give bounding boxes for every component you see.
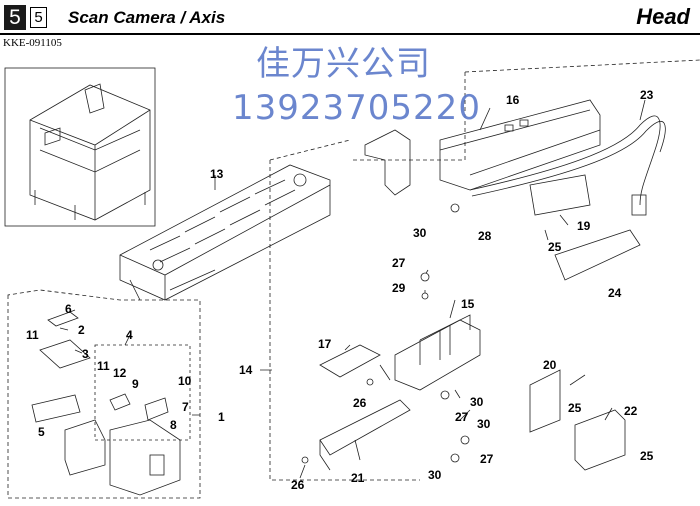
callout-30-lower: 30 bbox=[477, 417, 491, 431]
callout-19: 19 bbox=[577, 219, 591, 233]
callout-4: 4 bbox=[126, 328, 133, 342]
callout-25-lower: 25 bbox=[640, 449, 654, 463]
machine-overview-frame bbox=[4, 67, 156, 227]
callout-5: 5 bbox=[38, 425, 45, 439]
callout-7: 7 bbox=[182, 400, 189, 414]
callout-27-top: 27 bbox=[392, 256, 406, 270]
nut-27-icon bbox=[420, 272, 430, 282]
callout-1: 1 bbox=[218, 410, 225, 424]
callout-21: 21 bbox=[351, 471, 365, 485]
section-number: 5 bbox=[4, 5, 26, 30]
callout-11-upper: 11 bbox=[26, 328, 39, 342]
part-19-plate bbox=[529, 174, 591, 216]
document-code: KKE-091105 bbox=[3, 37, 62, 49]
callout-11-lower: 11 bbox=[97, 359, 110, 373]
callout-3: 3 bbox=[82, 347, 89, 361]
callout-17: 17 bbox=[318, 337, 332, 351]
header-rule bbox=[0, 33, 700, 35]
callout-26-mid: 26 bbox=[353, 396, 367, 410]
callout-12: 12 bbox=[113, 366, 127, 380]
callout-25-mid: 25 bbox=[568, 401, 582, 415]
callout-13: 13 bbox=[210, 167, 224, 181]
machine-overview-illustration bbox=[29, 83, 151, 221]
callout-24: 24 bbox=[608, 286, 622, 300]
callout-30-mid: 30 bbox=[470, 395, 484, 409]
screw-26b-icon bbox=[301, 456, 309, 464]
callout-8: 8 bbox=[170, 418, 177, 432]
part-15-base bbox=[394, 314, 481, 391]
camera-assembly-parts bbox=[31, 311, 181, 496]
callout-2: 2 bbox=[78, 323, 85, 337]
part-22-bracket bbox=[574, 409, 626, 471]
part-24-plate bbox=[554, 229, 641, 281]
callout-15: 15 bbox=[461, 297, 475, 311]
callout-28: 28 bbox=[478, 229, 492, 243]
assembly-1-outline bbox=[7, 289, 201, 499]
section-sub-number: 5 bbox=[30, 7, 47, 28]
part-13-axis-body bbox=[119, 164, 331, 301]
category-label: Head bbox=[636, 4, 690, 29]
callout-16: 16 bbox=[506, 93, 520, 107]
part-20-bracket bbox=[529, 369, 561, 433]
callout-27-bottom: 27 bbox=[480, 452, 494, 466]
page-title: Scan Camera / Axis bbox=[68, 8, 226, 27]
part-16-frame bbox=[439, 99, 601, 191]
callout-30-bottom: 30 bbox=[428, 468, 442, 482]
nut-28-icon bbox=[450, 203, 460, 213]
part-23-cable bbox=[469, 115, 666, 216]
assembly-16-outline bbox=[350, 72, 466, 161]
callout-6: 6 bbox=[65, 302, 72, 316]
callout-30-upper: 30 bbox=[413, 226, 427, 240]
watermark-company: 佳万兴公司 bbox=[256, 44, 431, 84]
callout-20: 20 bbox=[543, 358, 557, 372]
nut-27d-icon bbox=[450, 453, 460, 463]
callout-9: 9 bbox=[132, 377, 139, 391]
part-bracket-upper bbox=[364, 129, 411, 196]
callout-22: 22 bbox=[624, 404, 638, 418]
watermark-phone: 13923705220 bbox=[232, 88, 481, 128]
callout-25-upper: 25 bbox=[548, 240, 562, 254]
assembly-14-outline bbox=[269, 160, 420, 481]
screw-26-icon bbox=[366, 378, 374, 386]
part-17-plate bbox=[319, 344, 381, 378]
callout-10: 10 bbox=[178, 374, 192, 388]
callout-29: 29 bbox=[392, 281, 406, 295]
part-21-rail bbox=[319, 399, 411, 456]
fastener-set bbox=[301, 203, 470, 464]
callout-27-mid: 27 bbox=[455, 410, 469, 424]
callout-26-lower: 26 bbox=[291, 478, 305, 492]
nut-27c-icon bbox=[460, 435, 470, 445]
nut-27b-icon bbox=[440, 390, 450, 400]
callout-23: 23 bbox=[640, 88, 654, 102]
washer-29-icon bbox=[421, 292, 429, 300]
callout-14: 14 bbox=[239, 363, 253, 377]
